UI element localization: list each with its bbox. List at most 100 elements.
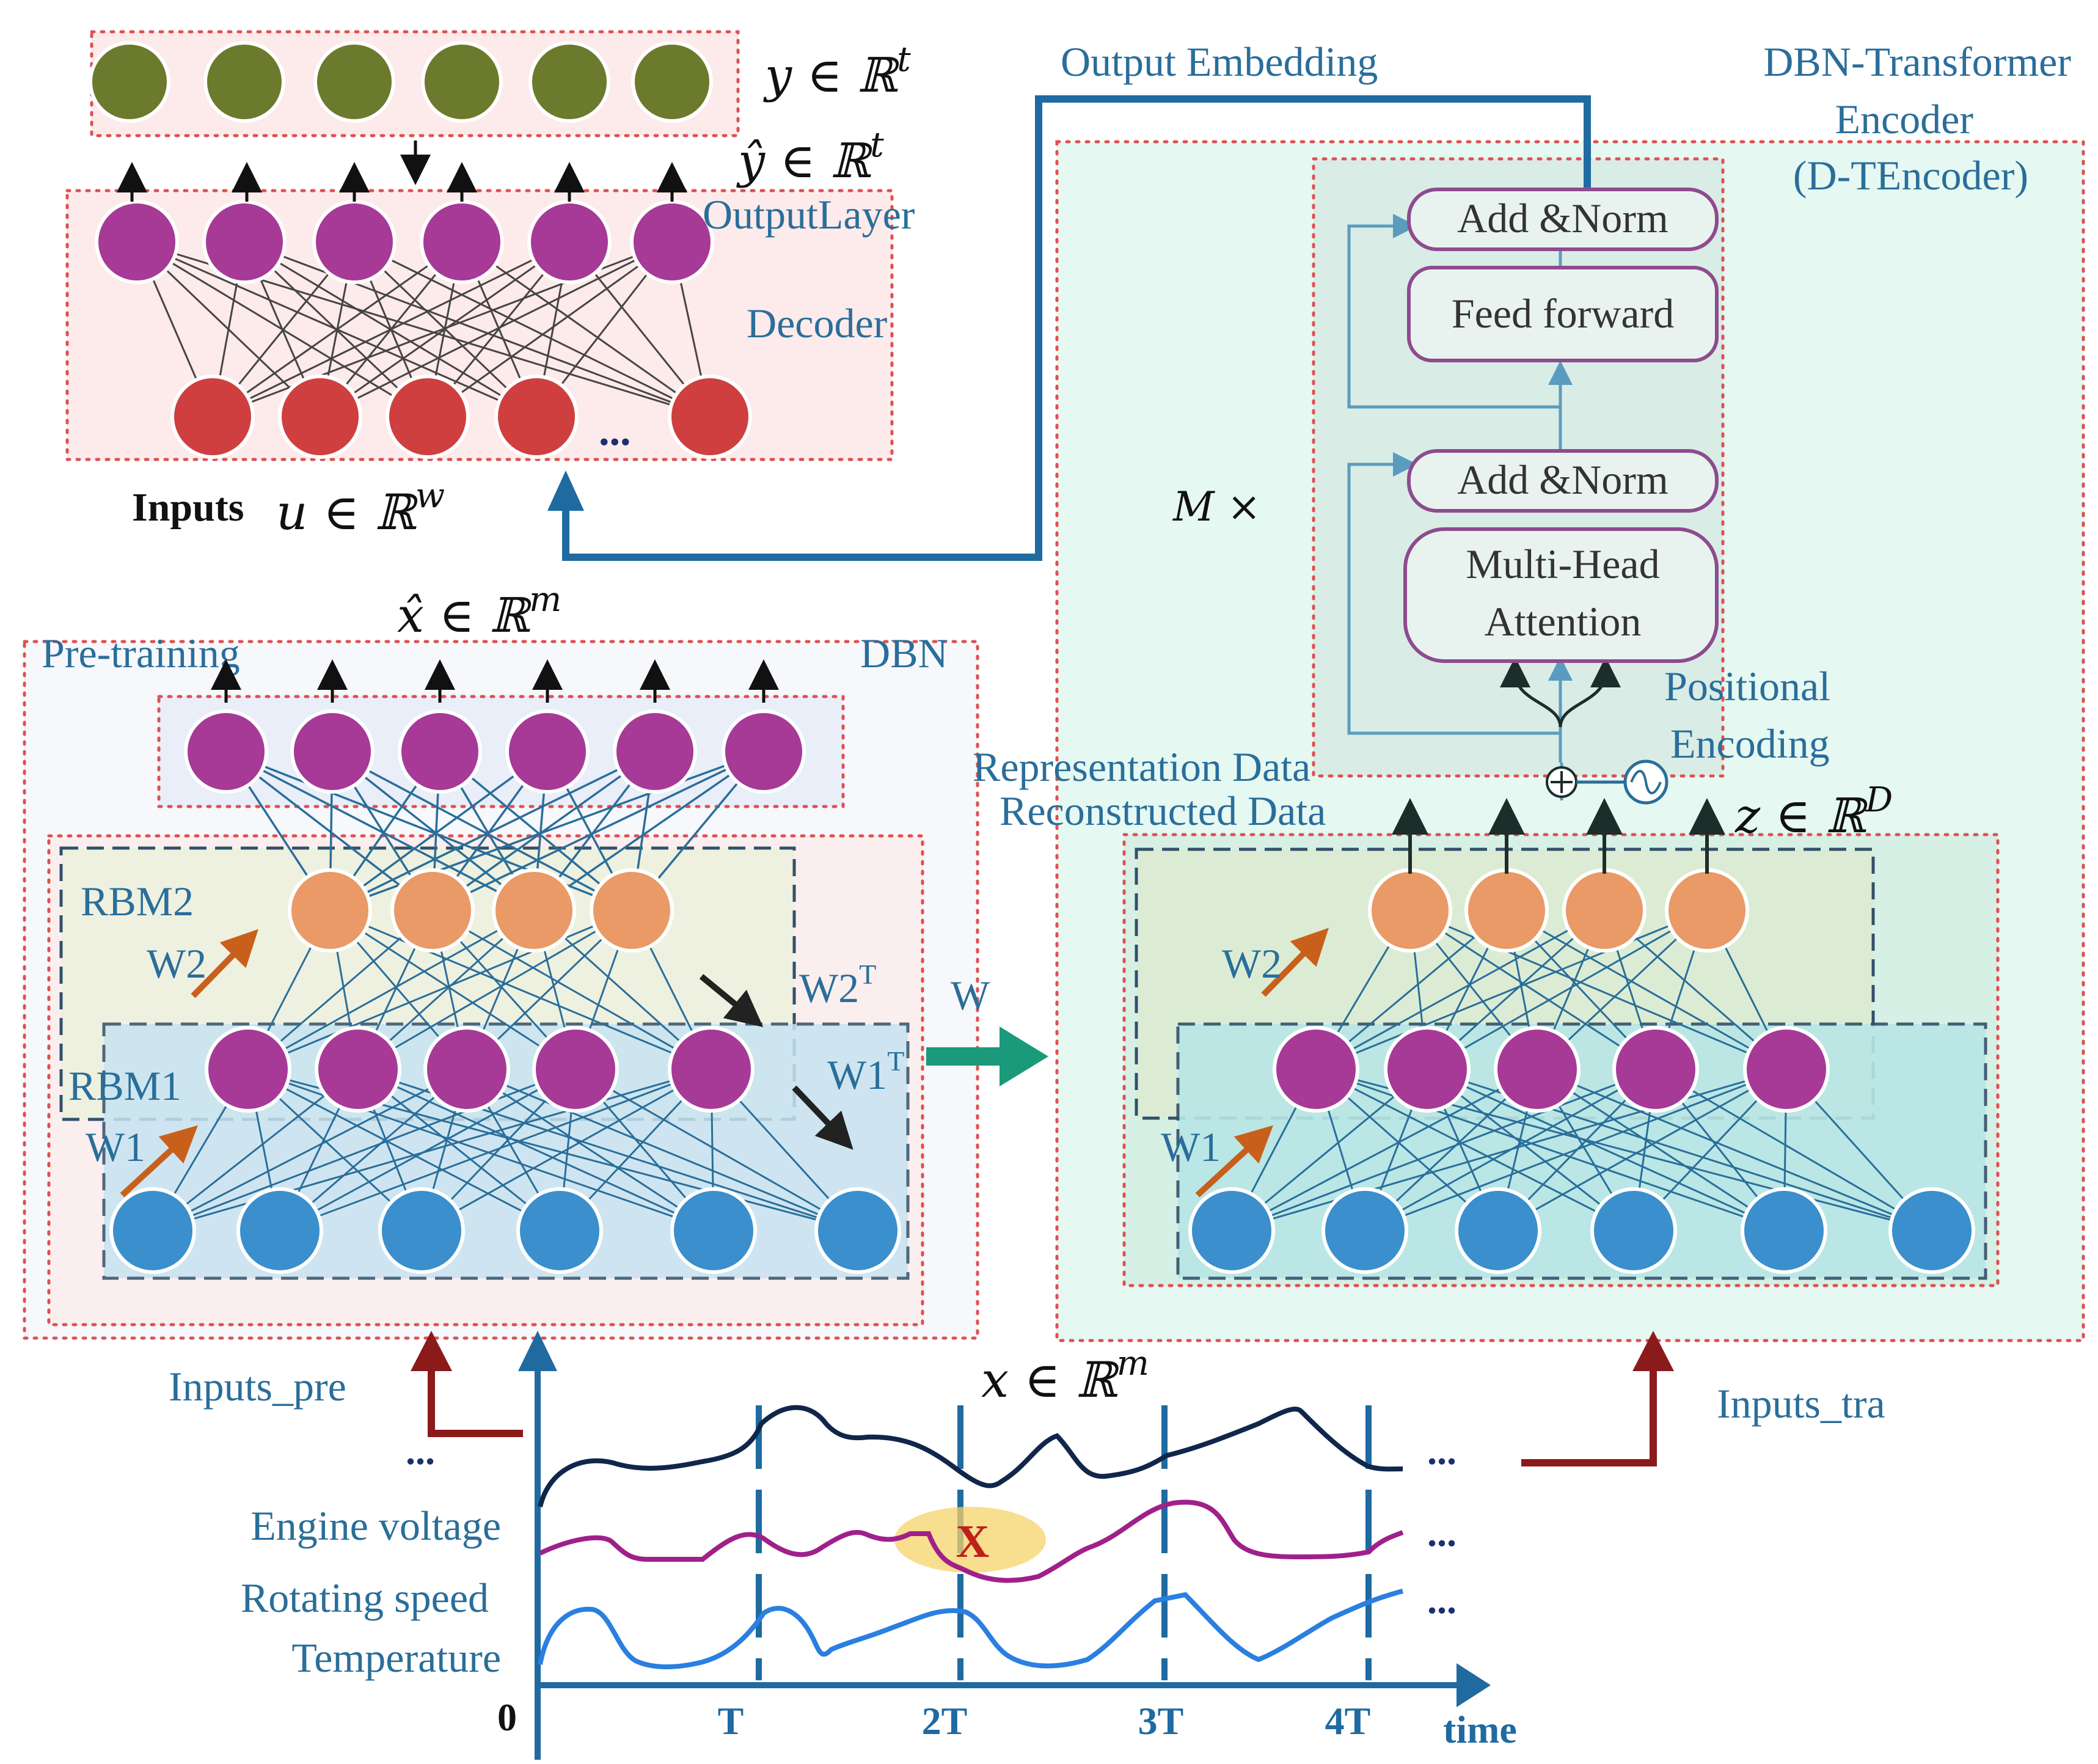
- decoder-hidden-node: [630, 200, 714, 284]
- reconstructed-data-label: Reconstructed Data: [1000, 788, 1326, 834]
- connection-edge: [247, 909, 632, 1070]
- output-node: [528, 41, 610, 123]
- u-set-label: u ∈ ℝw: [276, 476, 445, 541]
- connection-edge: [225, 750, 434, 912]
- rbm2-hidden-node: [288, 868, 372, 953]
- inputs-label: Inputs: [132, 485, 244, 530]
- output-node: [89, 41, 170, 123]
- output-node: [631, 41, 713, 123]
- w2t-label: W2T: [799, 959, 876, 1011]
- signal-dots-right-1: ...: [1427, 1429, 1457, 1473]
- connection-edge: [247, 909, 535, 1070]
- connection-edge: [329, 750, 656, 912]
- output-embedding-label: Output Embedding: [1061, 38, 1378, 85]
- rbm1-hidden-node: [423, 1026, 510, 1113]
- signal-line-rotating-speed: [538, 1589, 1404, 1669]
- rotating-speed-label: Rotating speed: [241, 1575, 489, 1621]
- encoder-visible-node: [1188, 1187, 1275, 1274]
- connection-edge: [432, 909, 712, 1070]
- inputs-tra-label: Inputs_tra: [1717, 1380, 1885, 1427]
- encoder-w2-label: W2: [1222, 940, 1282, 987]
- rbm2-hidden-node: [390, 868, 475, 953]
- signal-plot: X x ∈ ℝm ... ... ... ... Engine voltage …: [241, 1344, 1517, 1751]
- tick-3t-label: 3T: [1138, 1699, 1184, 1743]
- add-norm-top-box: [1407, 188, 1719, 251]
- encoder-rbm2-hidden-node: [1368, 868, 1452, 953]
- encoder-visible-node: [1321, 1187, 1408, 1274]
- w-transfer-label: W: [951, 972, 990, 1019]
- dbn-reconstruction-node: [398, 709, 482, 794]
- connection-edge: [1537, 1068, 1785, 1232]
- connection-edge: [1655, 1068, 1932, 1232]
- output-embedding-path: [547, 95, 1591, 561]
- encoder-rbm2-hidden-node: [1665, 868, 1749, 953]
- tick-2t-label: 2T: [922, 1699, 968, 1743]
- axis-zero-label: 0: [497, 1696, 517, 1739]
- visible-node: [516, 1187, 603, 1274]
- connection-edge: [1231, 1068, 1787, 1232]
- feed-forward-box: [1407, 266, 1719, 362]
- engine-voltage-label: Engine voltage: [250, 1502, 501, 1549]
- visible-node: [814, 1187, 901, 1274]
- rbm1-hidden-node: [315, 1026, 401, 1113]
- connection-edge: [279, 1068, 576, 1232]
- signal-dots-right-3: ...: [1427, 1578, 1457, 1622]
- encoder-visible-node: [1888, 1187, 1975, 1274]
- attention-qkv-arrows: [1500, 657, 1621, 728]
- positional-encoding-junction: [1546, 759, 1669, 805]
- dbn-output-arrows: [211, 659, 779, 703]
- connection-edge: [1315, 909, 1605, 1070]
- connection-edge: [1315, 1068, 1634, 1232]
- connection-edge: [320, 241, 673, 418]
- visible-node: [670, 1187, 757, 1274]
- connection-edge: [575, 1068, 858, 1232]
- x-set-label: x ∈ ℝm: [981, 1344, 1149, 1408]
- rbm2-hidden-node: [590, 868, 674, 953]
- encoder-visible-node: [1455, 1187, 1541, 1274]
- decoder-hidden-node: [420, 200, 504, 284]
- encoder-rbm1-hidden-node: [1612, 1026, 1699, 1113]
- connection-edge: [533, 750, 764, 912]
- m-times-label: M ×: [1172, 483, 1261, 530]
- dbn-reconstruction-node: [290, 709, 375, 794]
- encoder-title-line3: (D-TEncoder): [1793, 152, 2028, 199]
- connection-edge: [1506, 909, 1787, 1070]
- decoder-hidden-node: [312, 200, 397, 284]
- visible-node: [378, 1187, 465, 1274]
- decoder-input-node: [170, 375, 255, 459]
- connection-edge: [225, 750, 535, 912]
- fault-highlight: [894, 1507, 1046, 1573]
- output-node: [203, 41, 285, 123]
- encoder-rbm1-hidden-node: [1494, 1026, 1581, 1113]
- xhat-set-label: x̂ ∈ ℝm: [397, 580, 561, 643]
- signal-dots-right-2: ...: [1427, 1511, 1457, 1554]
- connection-edge: [421, 1068, 712, 1232]
- add-norm-bottom-label: Add &Norm: [1457, 456, 1669, 503]
- weight-transfer-arrow: [926, 1027, 1048, 1086]
- signal-line-top: [538, 1405, 1403, 1507]
- inputs-tra-arrow: [1521, 1331, 1674, 1466]
- tick-t-label: T: [718, 1699, 744, 1743]
- neuron-nodes: [89, 41, 1975, 1274]
- connection-edge: [1409, 909, 1656, 1070]
- connection-edge: [329, 909, 576, 1070]
- z-set-label: z ∈ ℝD: [1734, 780, 1893, 844]
- rbm2-label: RBM2: [81, 878, 194, 924]
- weight-arrows: [120, 928, 1329, 1198]
- w2-label: W2: [147, 940, 207, 987]
- connection-edge: [427, 241, 673, 418]
- connection-edge: [357, 1068, 714, 1232]
- connection-edge: [247, 1068, 560, 1232]
- w1-label: W1: [86, 1124, 145, 1170]
- decoder-hidden-node: [95, 200, 179, 284]
- encoder-visible-node: [1741, 1187, 1827, 1274]
- yhat-set-label: ŷ ∈ ℝt: [736, 125, 884, 189]
- connection-edge: [1427, 1068, 1634, 1232]
- decoder-input-node: [494, 375, 579, 459]
- connection-edge: [1231, 1068, 1538, 1232]
- output-node: [421, 41, 503, 123]
- mha-label-line2: Attention: [1485, 598, 1642, 645]
- encoder-output-arrows: [1392, 798, 1725, 874]
